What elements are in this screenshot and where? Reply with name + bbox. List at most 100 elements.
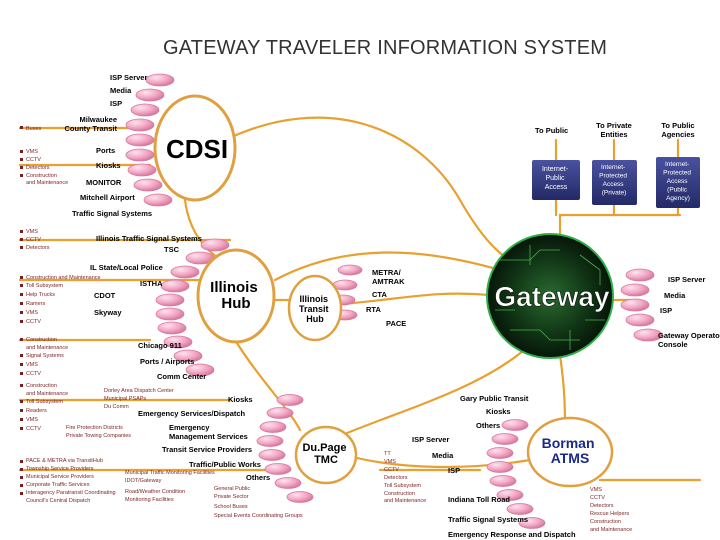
bm2-2: School Buses bbox=[214, 504, 248, 510]
cdsi-traffic-signal[interactable]: Traffic Signal Systems bbox=[72, 209, 152, 218]
hub-illinois-transit[interactable]: Illinois Transit Hub bbox=[287, 274, 343, 342]
illinois-cdot[interactable]: CDOT bbox=[94, 291, 116, 300]
bead bbox=[625, 313, 655, 327]
internet-box-private[interactable]: Internet- Protected Access (Private) bbox=[592, 160, 637, 205]
il-g2-2: Help Trucks bbox=[26, 292, 55, 298]
box1-line1: Internet- bbox=[542, 166, 569, 173]
borman-left-1: VMS bbox=[384, 459, 396, 465]
cdsi-isp-server[interactable]: ISP Server bbox=[110, 73, 147, 82]
borman-traffic-signal[interactable]: Traffic Signal Systems bbox=[448, 515, 528, 524]
hub-dupage[interactable]: Du.Page TMC bbox=[294, 425, 358, 485]
borman-media[interactable]: Media bbox=[432, 451, 454, 460]
cdsi-left-2: Detectors bbox=[26, 165, 50, 171]
illinois-ports-airports[interactable]: Ports / Airports bbox=[140, 357, 194, 366]
bead bbox=[127, 163, 157, 177]
bead bbox=[625, 268, 655, 282]
hub-cdsi[interactable]: CDSI bbox=[153, 94, 237, 202]
cdsi-left-3: Construction bbox=[26, 173, 57, 179]
cdsi-ports[interactable]: Ports bbox=[96, 146, 115, 155]
dispatch-0: Dorley Area Dispatch Center bbox=[104, 388, 174, 394]
cdsi-media[interactable]: Media bbox=[110, 86, 132, 95]
illinois-comm-center[interactable]: Comm Center bbox=[157, 372, 206, 381]
bm-3: Monitoring Facilities bbox=[125, 497, 174, 503]
borman-isp-server[interactable]: ISP Server bbox=[412, 435, 449, 444]
borman-kiosks[interactable]: Kiosks bbox=[486, 407, 511, 416]
bead bbox=[337, 264, 363, 276]
gateway-isp[interactable]: ISP bbox=[660, 306, 672, 315]
il-g2-3: Ramers bbox=[26, 301, 46, 307]
fire-0: Fire Protection Districts bbox=[66, 425, 123, 431]
gateway-isp-server[interactable]: ISP Server bbox=[668, 275, 705, 284]
borman-others[interactable]: Others bbox=[476, 421, 500, 430]
il-g2-5: CCTV bbox=[26, 319, 41, 325]
bl-2: Municipal Service Providers bbox=[26, 474, 94, 480]
middle-emergency-dispatch[interactable]: Emergency Services/Dispatch bbox=[138, 409, 246, 418]
borman-emergency[interactable]: Emergency Response and Dispatch bbox=[448, 530, 576, 539]
il-g4-1: and Maintenance bbox=[26, 391, 68, 397]
bead bbox=[125, 118, 155, 132]
illinois-tsc[interactable]: TSC bbox=[164, 245, 180, 254]
bead bbox=[125, 148, 155, 162]
borman-toll-road[interactable]: Indiana Toll Road bbox=[448, 495, 510, 504]
il-g2-1: Toll Subsystem bbox=[26, 283, 63, 289]
cdsi-monitor[interactable]: MONITOR bbox=[86, 178, 122, 187]
borman-left-3: Detectors bbox=[384, 475, 408, 481]
svg-text:Internet- Public A: Internet- Public Access bbox=[542, 166, 570, 191]
hub-gateway[interactable]: Gateway bbox=[486, 233, 614, 359]
connection-wires bbox=[18, 116, 702, 482]
page-title: GATEWAY TRAVELER INFORMATION SYSTEM bbox=[163, 37, 608, 59]
internet-box-agency[interactable]: Internet- Protected Access (Public Agenc… bbox=[656, 157, 700, 208]
bead bbox=[286, 491, 314, 503]
gateway-media[interactable]: Media bbox=[664, 291, 686, 300]
bead bbox=[259, 421, 287, 433]
transit-pace[interactable]: PACE bbox=[386, 319, 406, 328]
borman-right-3: Rescue Helpers bbox=[590, 511, 629, 517]
bm-2: Road/Weather Condition bbox=[125, 489, 185, 495]
middle-transit-providers[interactable]: Transit Service Providers bbox=[162, 445, 252, 454]
hub-dupage-line1: Du.Page bbox=[302, 442, 346, 454]
transit-rta[interactable]: RTA bbox=[366, 305, 381, 314]
il-g3-4: CCTV bbox=[26, 371, 41, 377]
cdsi-isp[interactable]: ISP bbox=[110, 99, 122, 108]
hub-transit-label: Illinois Transit Hub bbox=[299, 294, 331, 324]
hub-borman-line1: Borman bbox=[542, 435, 595, 451]
borman-gary[interactable]: Gary Public Transit bbox=[460, 394, 529, 403]
illinois-itss[interactable]: Illinois Traffic Signal Systems bbox=[96, 234, 202, 243]
box1-line3: Access bbox=[545, 184, 568, 191]
middle-kiosks[interactable]: Kiosks bbox=[228, 395, 253, 404]
box3-line5: Agency) bbox=[666, 195, 690, 202]
hub-illinois[interactable]: Illinois Hub bbox=[196, 248, 276, 344]
cdsi-mitchell[interactable]: Mitchell Airport bbox=[80, 193, 135, 202]
bead bbox=[620, 298, 650, 312]
bead bbox=[489, 475, 517, 487]
transit-metra[interactable]: METRA/AMTRAK bbox=[372, 268, 405, 286]
hub-borman[interactable]: Borman ATMS bbox=[526, 416, 614, 488]
bead bbox=[143, 193, 173, 207]
to-public[interactable]: To Public bbox=[535, 126, 568, 135]
bead bbox=[160, 279, 190, 293]
middle-others[interactable]: Others bbox=[246, 473, 270, 482]
bead bbox=[125, 133, 155, 147]
illinois-chicago911[interactable]: Chicago 911 bbox=[138, 341, 182, 350]
bead bbox=[256, 435, 284, 447]
transit-cta[interactable]: CTA bbox=[372, 290, 387, 299]
cdsi-kiosks[interactable]: Kiosks bbox=[96, 161, 121, 170]
illinois-skyway[interactable]: Skyway bbox=[94, 308, 122, 317]
box2-line2: Protected bbox=[599, 173, 627, 180]
illinois-state-police[interactable]: IL State/Local Police bbox=[90, 263, 163, 272]
borman-isp[interactable]: ISP bbox=[448, 466, 460, 475]
illinois-istha[interactable]: ISTHA bbox=[140, 279, 163, 288]
borman-left-2: CCTV bbox=[384, 467, 399, 473]
bead bbox=[130, 103, 160, 117]
middle-traffic-works[interactable]: Traffic/Public Works bbox=[189, 460, 261, 469]
bead bbox=[486, 447, 514, 459]
il-g1-0: VMS bbox=[26, 229, 38, 235]
internet-box-public[interactable]: Internet- Public Access bbox=[532, 160, 580, 200]
il-g4-3: Readers bbox=[26, 408, 47, 414]
borman-right-4: Construction bbox=[590, 519, 621, 525]
